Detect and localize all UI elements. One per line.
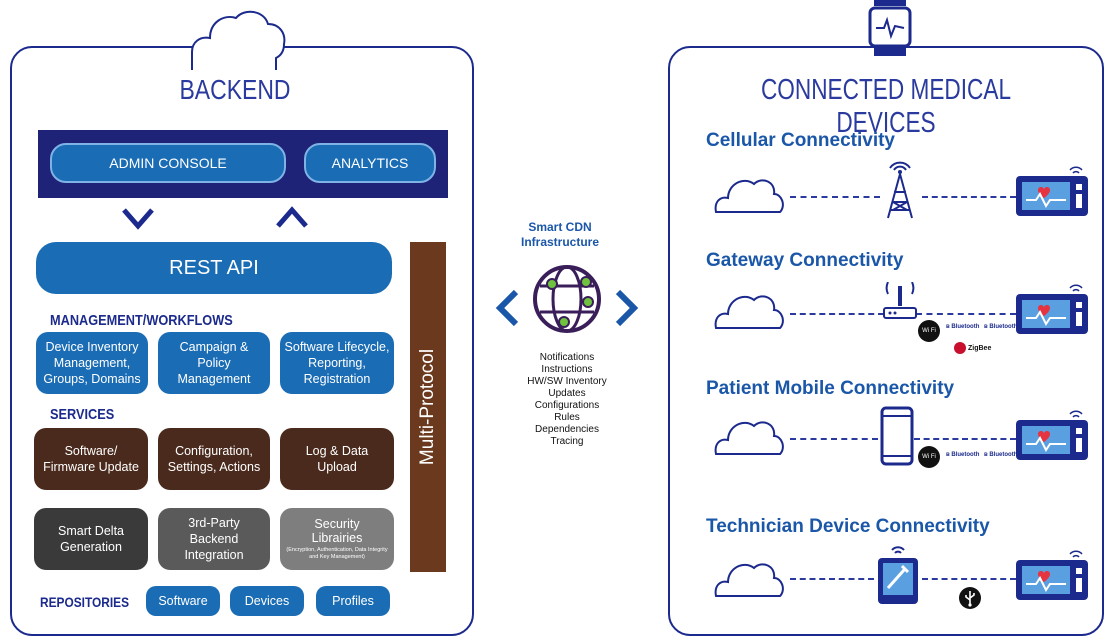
- technician-label: Technician Device Connectivity: [706, 516, 990, 537]
- cdn-item: Tracing: [550, 436, 584, 447]
- cloud-icon: [714, 295, 784, 329]
- repositories-heading: REPOSITORIES: [40, 594, 130, 610]
- firmware-update-box: Software/ Firmware Update: [34, 428, 148, 490]
- bluetooth-badge: ʙ Bluetooth: [946, 452, 980, 458]
- repo-software-button[interactable]: Software: [146, 586, 220, 616]
- cdn-item: Dependencies: [535, 424, 599, 435]
- medical-monitor-icon: [1016, 284, 1088, 334]
- zigbee-label: ZigBee: [968, 344, 992, 352]
- wifi-badge: Wi Fi: [918, 446, 940, 468]
- connection-line: [790, 313, 884, 315]
- devices-panel: [668, 46, 1104, 636]
- backend-integration-box: 3rd-Party Backend Integration: [158, 508, 270, 570]
- router-icon: [883, 282, 917, 319]
- software-lifecycle-box: Software Lifecycle, Reporting, Registrat…: [280, 332, 394, 394]
- bluetooth-badge-label: Bluetooth: [989, 324, 1018, 330]
- wifi-badge-label: Wi Fi: [922, 328, 936, 334]
- log-upload-box: Log & Data Upload: [280, 428, 394, 490]
- rest-api-bar: REST API: [36, 242, 392, 294]
- cdn-item: Updates: [548, 388, 586, 399]
- cloud-icon: [714, 179, 784, 213]
- bluetooth-badge-label: Bluetooth: [951, 324, 980, 330]
- wifi-badge-label: Wi Fi: [922, 454, 936, 460]
- bluetooth-badge-label: Bluetooth: [989, 452, 1018, 458]
- patient-mobile-label: Patient Mobile Connectivity: [706, 378, 955, 399]
- chevron-right-icon: [615, 289, 639, 327]
- cdn-item: Rules: [554, 412, 580, 423]
- cloud-icon: [714, 563, 784, 597]
- cellular-label: Cellular Connectivity: [706, 130, 895, 151]
- cdn-title: Smart CDN Infrastructure: [500, 220, 620, 250]
- connection-line: [914, 438, 1016, 440]
- management-heading: MANAGEMENT/WORKFLOWS: [50, 312, 233, 329]
- cdn-item: Notifications: [539, 352, 595, 363]
- cdn-item: HW/SW Inventory: [527, 376, 607, 387]
- cloud-icon: [191, 10, 286, 70]
- cdn-title-line2: Infrastructure: [520, 235, 600, 249]
- tablet-icon: [878, 546, 918, 604]
- smart-delta-box: Smart Delta Generation: [34, 508, 148, 570]
- chevron-up-icon: [276, 206, 308, 228]
- repo-profiles-button[interactable]: Profiles: [316, 586, 390, 616]
- cell-tower-icon: [887, 161, 913, 219]
- campaign-policy-box: Campaign & Policy Management: [158, 332, 270, 394]
- security-libraries-box: Security Librairies (Encryption, Authent…: [280, 508, 394, 570]
- usb-icon: [959, 587, 981, 609]
- zigbee-icon: [954, 342, 966, 354]
- backend-title: BACKEND: [179, 74, 291, 105]
- device-inventory-box: Device Inventory Management, Groups, Dom…: [36, 332, 148, 394]
- cdn-item: Configurations: [534, 400, 600, 411]
- cdn-item: Instructions: [541, 364, 593, 375]
- connection-line: [916, 313, 1016, 315]
- cdn-title-line1: Smart CDN: [528, 220, 592, 234]
- admin-console-button[interactable]: ADMIN CONSOLE: [50, 143, 286, 183]
- smartphone-icon: [880, 406, 914, 466]
- cdn-items: Notifications Instructions HW/SW Invento…: [506, 352, 628, 448]
- configuration-box: Configuration, Settings, Actions: [158, 428, 270, 490]
- repo-devices-button[interactable]: Devices: [230, 586, 304, 616]
- medical-device-icon: [868, 0, 912, 56]
- cloud-icon: [714, 421, 784, 455]
- security-libraries-subtext: (Encryption, Authentication, Data Integr…: [286, 547, 388, 560]
- chevron-left-icon: [495, 289, 519, 327]
- network-globe-icon: [533, 265, 601, 333]
- bluetooth-badge: ʙ Bluetooth: [946, 324, 980, 330]
- multi-protocol-label: Multi-Protocol: [417, 348, 438, 466]
- connection-line: [790, 578, 874, 580]
- analytics-button[interactable]: ANALYTICS: [304, 143, 436, 183]
- multi-protocol-bar: Multi-Protocol: [410, 242, 446, 572]
- bluetooth-badge: ʙ Bluetooth: [984, 452, 1018, 458]
- chevron-down-icon: [122, 208, 154, 230]
- gateway-label: Gateway Connectivity: [706, 250, 904, 271]
- wifi-badge: Wi Fi: [918, 320, 940, 342]
- zigbee-badge: ZigBee: [954, 342, 991, 354]
- connection-line: [922, 196, 1016, 198]
- security-libraries-label: Security Librairies: [311, 517, 363, 545]
- devices-title: CONNECTED MEDICAL DEVICES: [760, 74, 1012, 139]
- medical-monitor-icon: [1016, 166, 1088, 216]
- medical-monitor-icon: [1016, 410, 1088, 460]
- bluetooth-badge-label: Bluetooth: [951, 452, 980, 458]
- connection-line: [922, 578, 1016, 580]
- medical-monitor-icon: [1016, 550, 1088, 600]
- services-heading: SERVICES: [50, 406, 115, 423]
- connection-line: [790, 196, 880, 198]
- bluetooth-badge: ʙ Bluetooth: [984, 324, 1018, 330]
- connection-line: [790, 438, 878, 440]
